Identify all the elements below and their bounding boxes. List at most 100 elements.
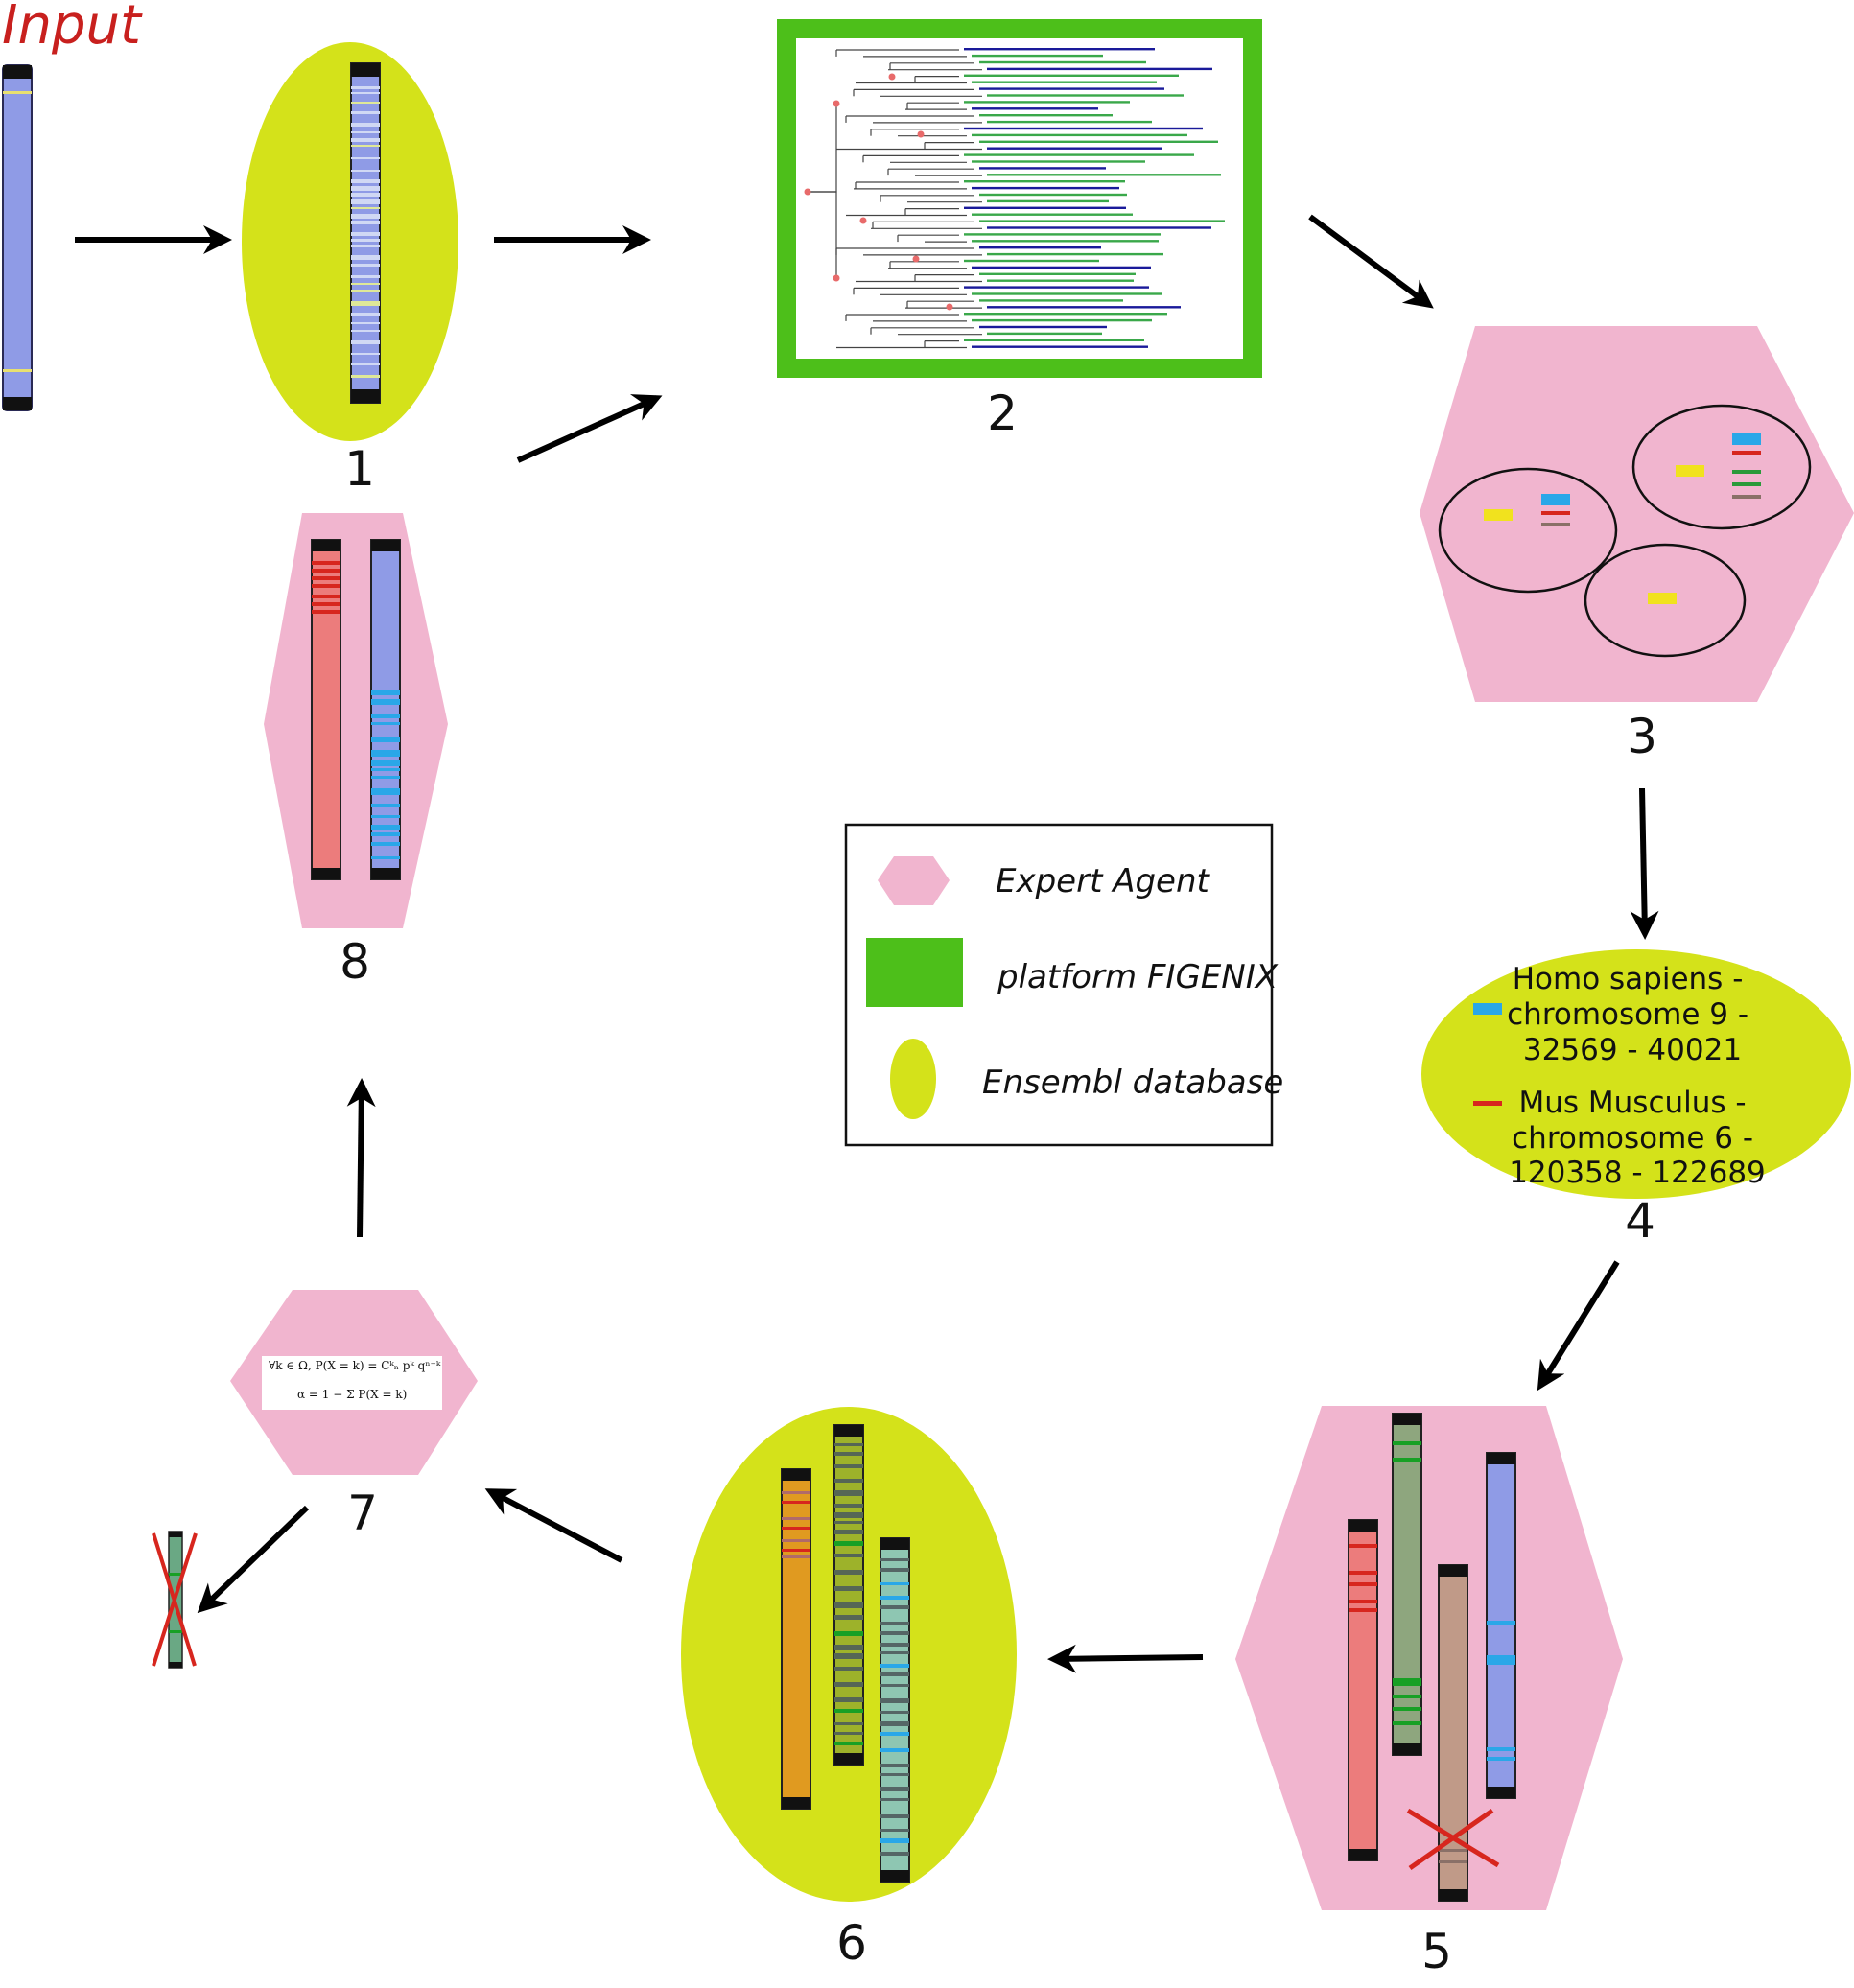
tree-leaf-label	[972, 240, 1159, 243]
tree-node	[888, 73, 896, 81]
chromosome-band	[351, 123, 380, 127]
step3-number: 3	[1627, 709, 1657, 764]
step6-number: 6	[836, 1915, 867, 1971]
step7-expert-agent: ∀k ∈ Ω, P(X = k) = Cᵏₙ pᵏ qⁿ⁻ᵏ α = 1 − Σ…	[230, 1290, 478, 1475]
chromosome-band	[834, 1722, 863, 1725]
chromosome-band	[371, 760, 400, 766]
legend: Expert Agent platform FIGENIX Ensembl da…	[844, 823, 1283, 1147]
step4-number: 4	[1625, 1193, 1655, 1249]
chromosome-band	[834, 1530, 863, 1534]
arrow-8-to-2	[516, 394, 663, 463]
tree-node	[859, 217, 867, 224]
tree-leaf-label	[979, 220, 1225, 222]
tree-leaf-label	[964, 127, 1203, 130]
chromosome-band	[312, 584, 340, 588]
tree-node	[912, 255, 920, 263]
input-label: Input	[2, 0, 143, 57]
chromosome-band	[351, 138, 380, 142]
chromosome-band	[880, 1829, 909, 1832]
tree-leaf-label	[964, 339, 1144, 341]
chromosome-band	[880, 1605, 909, 1609]
chromosome-band	[351, 340, 380, 344]
tree-leaf-label	[964, 259, 1099, 263]
tree-node	[833, 100, 840, 107]
chromosome-band	[312, 595, 340, 598]
chromosome-band	[351, 330, 380, 332]
chromosome-band	[351, 232, 380, 236]
legend-expert-agent: Expert Agent	[996, 862, 1211, 900]
chromosome-band	[351, 255, 380, 260]
chromosome-band	[880, 1643, 909, 1647]
chromosome-band	[782, 1549, 810, 1552]
chromosome-band	[351, 313, 380, 316]
species-human-swatch	[1473, 1003, 1502, 1015]
chromosome-band	[782, 1555, 810, 1558]
chromosome-band	[351, 322, 380, 324]
chromosome-band	[880, 1651, 909, 1654]
tree-leaf-label	[964, 286, 1149, 289]
chromosome-band	[371, 737, 400, 742]
tree-leaf-label	[964, 101, 1130, 104]
tree-leaf-label	[964, 313, 1167, 316]
tree-leaf-label	[987, 147, 1162, 150]
tree-leaf-label	[964, 153, 1194, 156]
tree-leaf-label	[972, 54, 1103, 58]
chromosome-band	[880, 1787, 909, 1791]
chromosome-band	[880, 1664, 909, 1668]
tree-leaf-label	[979, 272, 1136, 275]
tree-leaf-label	[979, 114, 1113, 117]
tree-leaf-label	[987, 67, 1212, 71]
chromosome-band	[351, 283, 380, 285]
chromosome-band	[351, 245, 380, 247]
chromosome-band	[371, 690, 400, 695]
chromosome-band	[351, 102, 380, 104]
step2-number: 2	[987, 386, 1018, 441]
chromosome-band	[834, 1667, 863, 1671]
chromosome-band	[880, 1558, 909, 1561]
chromosome-band	[880, 1568, 909, 1572]
chromosome-band	[782, 1527, 810, 1530]
chromosome-band	[351, 207, 380, 209]
step6-ensembl-node	[681, 1407, 1017, 1902]
tree-leaf-label	[972, 292, 1162, 295]
step3-expert-agent	[1420, 326, 1854, 702]
tree-node	[917, 130, 925, 138]
chromosome-band	[782, 1517, 810, 1520]
legend-rectangle-icon	[866, 938, 963, 1007]
chromosome-band	[880, 1814, 909, 1818]
legend-ellipse-icon	[890, 1039, 936, 1119]
tree-leaf-label	[987, 94, 1184, 97]
chromosome-band	[351, 186, 380, 191]
step7-number: 7	[347, 1485, 378, 1541]
chromosome-band	[351, 239, 380, 242]
chromosome-band	[834, 1602, 863, 1608]
tree-leaf-label	[972, 81, 1157, 83]
chromosome-band	[371, 699, 400, 705]
chromosome-band	[880, 1748, 909, 1752]
tree-leaf-label	[972, 107, 1098, 110]
chromosome-band	[312, 602, 340, 606]
tree-leaf-label	[987, 332, 1102, 336]
chromosome-band	[834, 1732, 863, 1735]
tree-leaf-label	[972, 186, 1119, 190]
chromosome-band	[371, 825, 400, 830]
chromosome-band	[834, 1645, 863, 1650]
tree-node	[833, 274, 840, 282]
chromosome-band	[351, 92, 380, 94]
chromosome-band	[351, 157, 380, 159]
arrow-2-to-3	[1308, 214, 1434, 309]
tree-node	[946, 303, 953, 311]
arrow-4-to-5	[1537, 1260, 1620, 1392]
tree-node	[804, 188, 811, 196]
tree-leaf-label	[987, 199, 1109, 203]
chromosome-band	[880, 1711, 909, 1714]
species-mouse-swatch	[1473, 1101, 1502, 1106]
legend-hexagon-icon	[878, 856, 950, 905]
chromosome-band	[351, 353, 380, 355]
chromosome-band	[351, 290, 380, 292]
chromosome-band	[351, 199, 380, 204]
legend-ensembl: Ensembl database	[982, 1064, 1283, 1102]
chromosome-band	[880, 1732, 909, 1736]
step1-number: 1	[344, 441, 375, 497]
chromosome-band	[880, 1721, 909, 1726]
